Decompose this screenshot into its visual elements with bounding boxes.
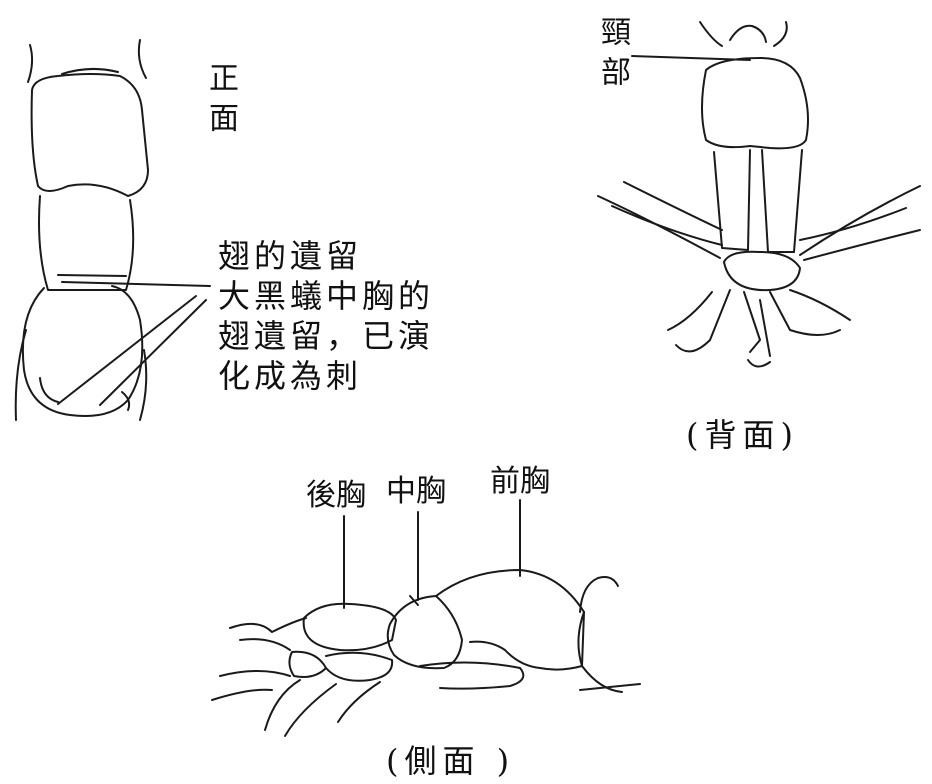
front-view-drawing (16, 40, 210, 420)
wing-remnant-label: 翅的遺留 (218, 236, 362, 276)
neck-label: 頸部 (590, 16, 634, 96)
side-view-label: (側面 ) (386, 736, 515, 782)
neck-pointer-line (632, 56, 750, 60)
back-view-drawing (598, 22, 920, 367)
back-view-label: (背面) (686, 410, 799, 456)
prothorax-label: 前胸 (490, 456, 550, 500)
wing-remnant-note: 大黑蟻中胸的 翅遺留，已演 化成為刺 (218, 276, 434, 396)
front-view-label: 正面 (198, 62, 242, 142)
metathorax-label: 後胸 (306, 470, 366, 514)
mesothorax-label: 中胸 (386, 466, 446, 510)
side-view-drawing (212, 500, 640, 736)
